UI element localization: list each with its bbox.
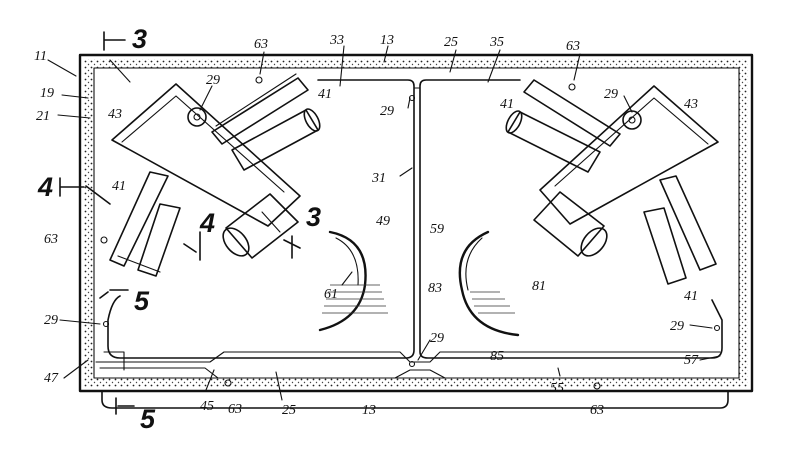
label-49: 49 (376, 214, 390, 229)
label-4-center: 4 (199, 208, 215, 238)
label-45: 45 (200, 399, 214, 414)
label-31: 31 (371, 171, 386, 186)
tray-outer-frame (78, 53, 754, 393)
label-11: 11 (34, 49, 47, 64)
label-29-upper-right: 29 (604, 87, 618, 102)
label-81: 81 (532, 279, 546, 294)
left-hook-guide (318, 230, 388, 332)
label-63-top-left: 63 (254, 37, 268, 52)
label-33: 33 (329, 33, 344, 48)
left-holder-assembly (100, 73, 321, 387)
label-41-lower-left: 41 (112, 179, 126, 194)
label-4-left: 4 (37, 172, 53, 202)
label-5-upper: 5 (134, 286, 150, 316)
label-29-upper-left: 29 (206, 73, 220, 88)
label-61: 61 (324, 287, 338, 302)
tray-bottom-flange (101, 391, 729, 409)
label-29-center-top: 29 (380, 104, 394, 119)
label-59: 59 (430, 222, 444, 237)
label-63-bottom-right: 63 (590, 403, 604, 418)
label-41-upper-left: 41 (318, 87, 332, 102)
label-83: 83 (428, 281, 442, 296)
label-3-center: 3 (306, 202, 321, 232)
label-55: 55 (550, 381, 564, 396)
right-holder-assembly (408, 79, 721, 390)
label-5-lower: 5 (140, 404, 156, 434)
leader-lines (47, 45, 721, 401)
label-13-bottom: 13 (362, 403, 376, 418)
label-25-bottom: 25 (282, 403, 296, 418)
label-29-center-bottom: 29 (430, 331, 444, 346)
label-25-top: 25 (444, 35, 458, 50)
inner-cavity-outline (95, 79, 736, 379)
label-13-top: 13 (380, 33, 394, 48)
label-47: 47 (44, 371, 59, 386)
label-43-left: 43 (108, 107, 122, 122)
label-21: 21 (36, 109, 50, 124)
label-29-lower-right: 29 (670, 319, 684, 334)
label-29-left: 29 (44, 313, 58, 328)
label-3-top: 3 (132, 24, 147, 54)
label-41-lower-right: 41 (684, 289, 698, 304)
label-19: 19 (40, 86, 54, 101)
label-85: 85 (490, 349, 504, 364)
label-35: 35 (489, 35, 504, 50)
label-41-upper-right: 41 (500, 97, 514, 112)
section-lines (59, 31, 301, 415)
label-63-left: 63 (44, 232, 58, 247)
label-63-top-right: 63 (566, 39, 580, 54)
label-43-right: 43 (684, 97, 698, 112)
right-hook-guide (458, 230, 520, 337)
label-63-bottom-left: 63 (228, 402, 242, 417)
reference-labels: 11 19 21 4 63 29 47 45 63 25 13 63 33 13… (34, 24, 699, 434)
label-57: 57 (684, 353, 699, 368)
